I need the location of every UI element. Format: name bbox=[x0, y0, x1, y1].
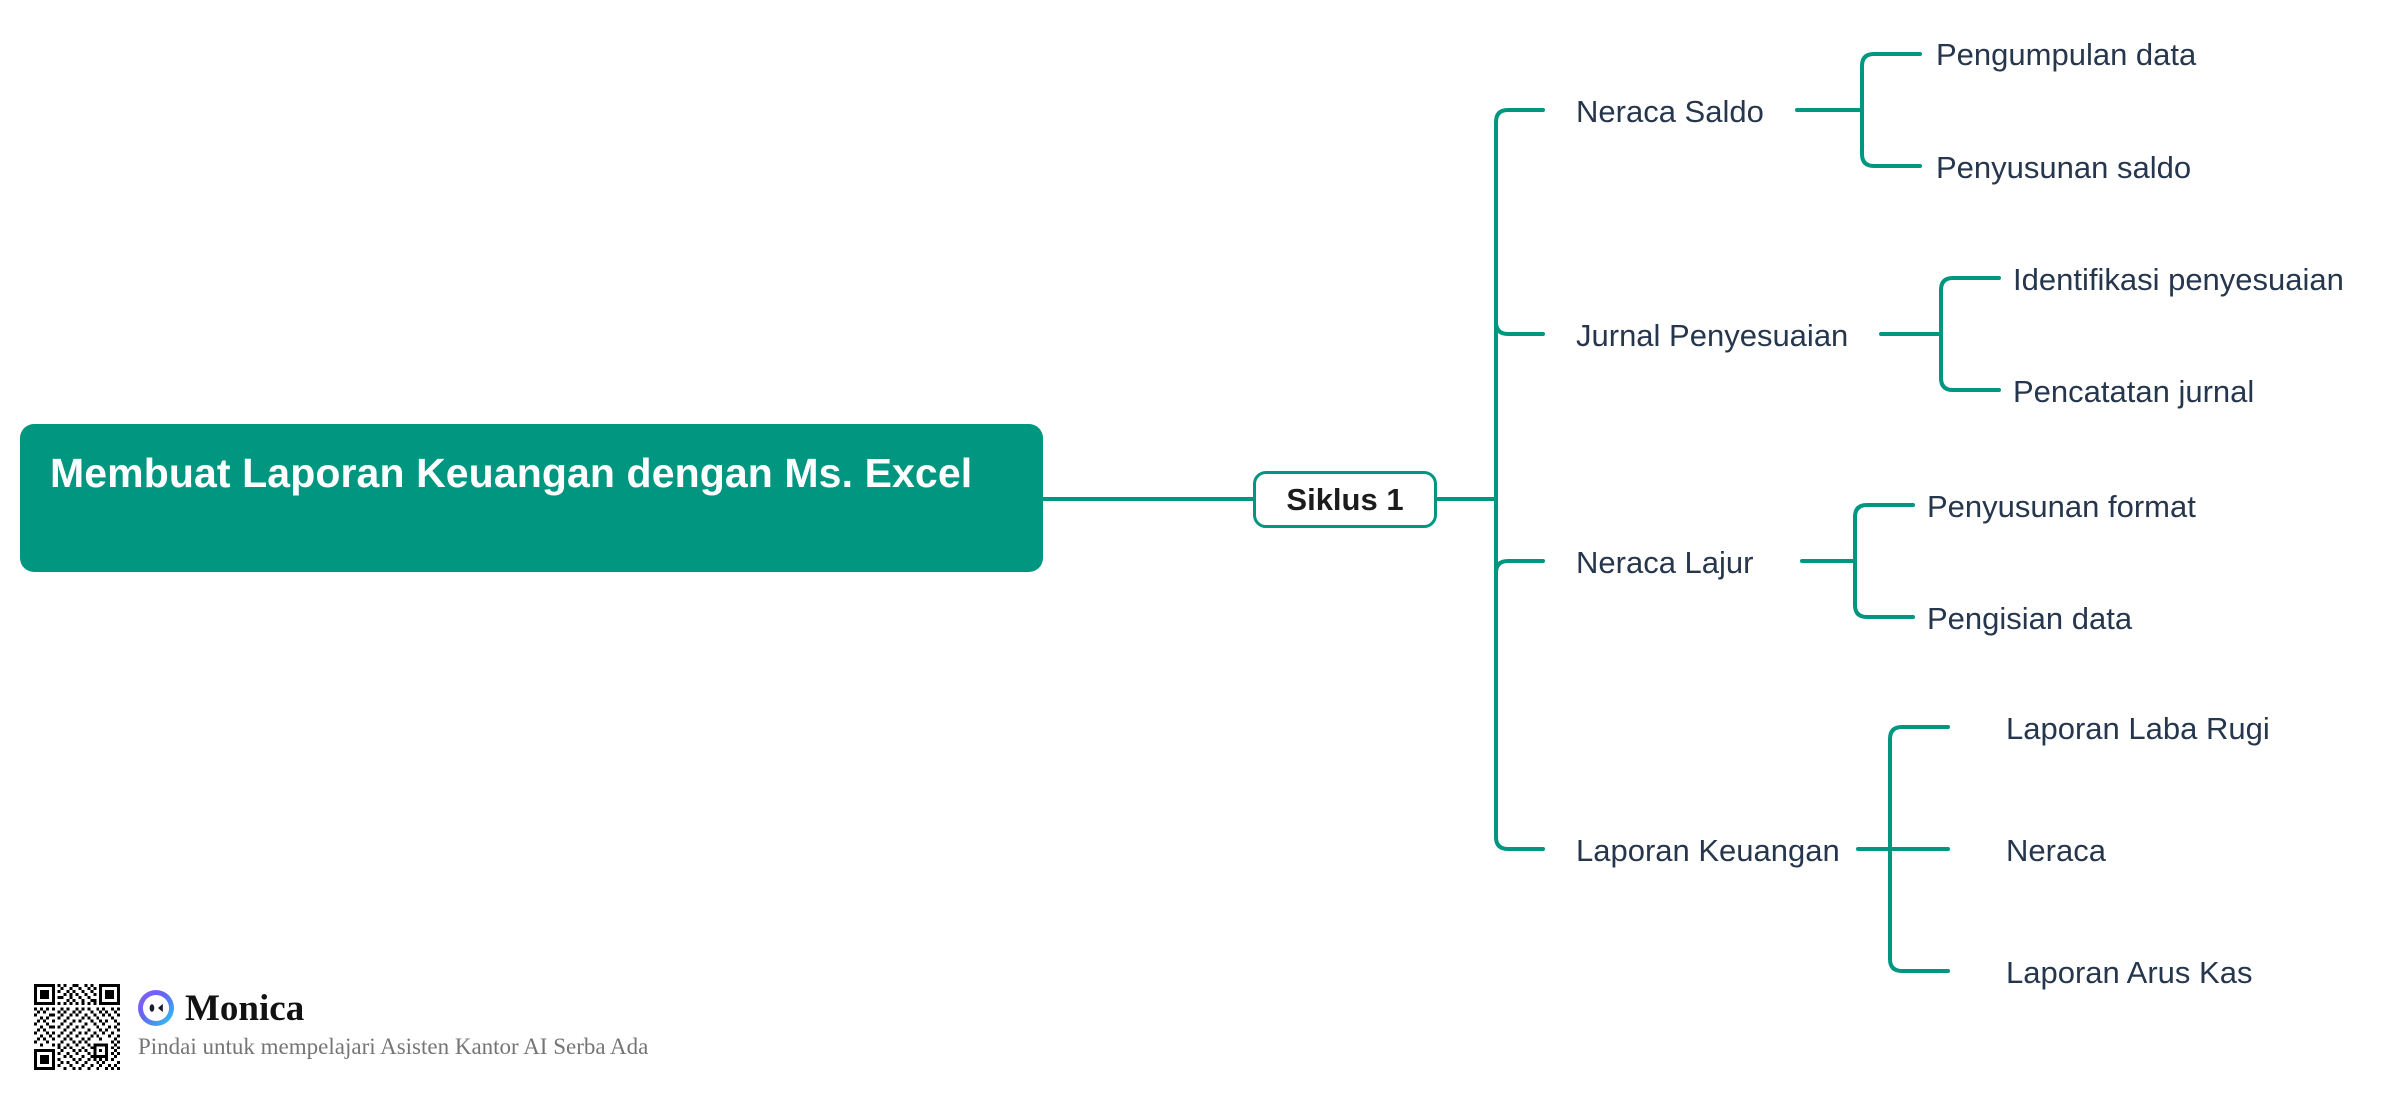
leaf-label-neraca[interactable]: Neraca bbox=[2006, 833, 2106, 868]
brand-name: Monica bbox=[185, 987, 305, 1029]
leaf-label-pengisian-data[interactable]: Pengisian data bbox=[1927, 601, 2133, 636]
root-node-label: Membuat Laporan Keuangan dengan Ms. Exce… bbox=[50, 450, 973, 496]
center-node-label: Siklus 1 bbox=[1286, 481, 1404, 517]
branch-label-jurnal-penyesuaian[interactable]: Jurnal Penyesuaian bbox=[1576, 318, 1849, 353]
branch-label-neraca-saldo[interactable]: Neraca Saldo bbox=[1576, 94, 1764, 129]
leafbracket-branch1 bbox=[1860, 52, 1922, 168]
spine-outer bbox=[1494, 108, 1545, 851]
leaf-label-penyusunan-format[interactable]: Penyusunan format bbox=[1927, 489, 2196, 524]
footer-text-block: Monica Pindai untuk mempelajari Asisten … bbox=[138, 986, 648, 1058]
center-node-siklus-1[interactable]: Siklus 1 bbox=[1253, 471, 1437, 528]
leaf-label-pengumpulan-data[interactable]: Pengumpulan data bbox=[1936, 37, 2197, 72]
branch-label-laporan-keuangan[interactable]: Laporan Keuangan bbox=[1576, 833, 1840, 868]
spine-stub-3 bbox=[1494, 559, 1545, 575]
footer-watermark: Monica Pindai untuk mempelajari Asisten … bbox=[34, 984, 648, 1070]
leaf-label-pencatatan-jurnal[interactable]: Pencatatan jurnal bbox=[2013, 374, 2255, 409]
leaf-label-laporan-laba-rugi[interactable]: Laporan Laba Rugi bbox=[2006, 711, 2270, 746]
brand-row: Monica bbox=[138, 986, 648, 1030]
leafbracket-branch3 bbox=[1853, 503, 1915, 619]
leafbracket-branch2 bbox=[1939, 276, 2001, 392]
qr-code-icon bbox=[34, 984, 120, 1070]
leaf-label-penyusunan-saldo[interactable]: Penyusunan saldo bbox=[1936, 150, 2192, 185]
monica-logo-icon bbox=[138, 990, 174, 1026]
leafbracket-branch4 bbox=[1888, 725, 1950, 973]
footer-tagline: Pindai untuk mempelajari Asisten Kantor … bbox=[138, 1034, 649, 1059]
leaf-label-identifikasi-penyesuaian[interactable]: Identifikasi penyesuaian bbox=[2013, 262, 2344, 297]
branch-label-neraca-lajur[interactable]: Neraca Lajur bbox=[1576, 545, 1754, 580]
spine-stub-2 bbox=[1494, 320, 1545, 336]
leaf-label-laporan-arus-kas[interactable]: Laporan Arus Kas bbox=[2006, 955, 2253, 990]
root-node[interactable]: Membuat Laporan Keuangan dengan Ms. Exce… bbox=[20, 424, 1043, 572]
